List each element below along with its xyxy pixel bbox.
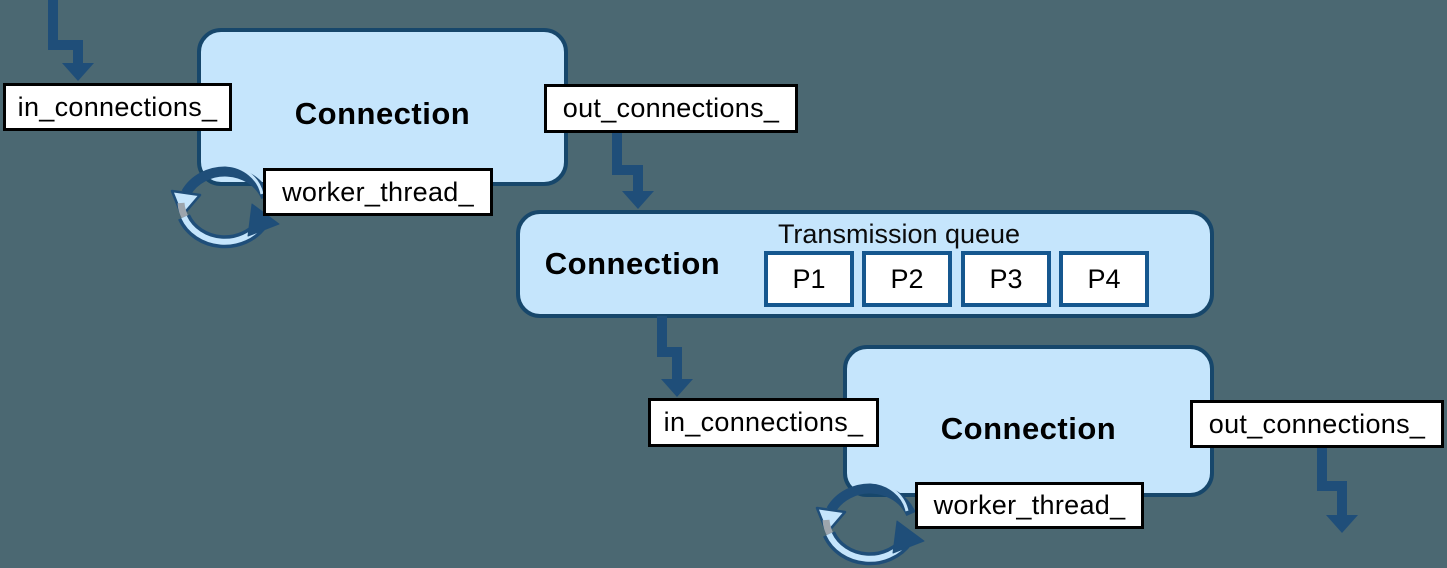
label-out-connections-1: out_connections_ bbox=[544, 84, 798, 133]
arrow-out-connections-1-to-connection-2 bbox=[612, 133, 655, 209]
label-out-connections-2: out_connections_ bbox=[1190, 400, 1444, 448]
arrow-into-in-connections-1 bbox=[48, 0, 95, 81]
connection-node-2: Connection Transmission queue P1 P2 P3 P… bbox=[516, 210, 1214, 318]
cycle-arrows-icon bbox=[815, 480, 925, 566]
queue-packet-p2: P2 bbox=[862, 251, 952, 307]
label-in-connections-2: in_connections_ bbox=[648, 398, 879, 447]
label-in-connections-1: in_connections_ bbox=[3, 83, 232, 131]
connection-node-2-title-wrap: Connection bbox=[520, 214, 745, 314]
cycle-arrows-icon bbox=[170, 163, 280, 249]
connection-node-1: Connection bbox=[197, 28, 568, 186]
connection-node-2-title: Connection bbox=[544, 246, 721, 281]
connection-node-1-title: Connection bbox=[294, 96, 471, 131]
queue-packet-p3: P3 bbox=[961, 251, 1051, 307]
arrow-out-connections-2-down bbox=[1317, 448, 1359, 533]
queue-packet-p1: P1 bbox=[764, 251, 854, 307]
queue-packet-p4: P4 bbox=[1059, 251, 1149, 307]
label-worker-thread-2: worker_thread_ bbox=[915, 482, 1144, 529]
transmission-queue-title: Transmission queue bbox=[777, 219, 1021, 249]
connection-node-3-title: Connection bbox=[940, 411, 1117, 446]
label-worker-thread-1: worker_thread_ bbox=[263, 168, 493, 216]
arrow-connection-2-to-in-connections-2 bbox=[657, 316, 694, 397]
